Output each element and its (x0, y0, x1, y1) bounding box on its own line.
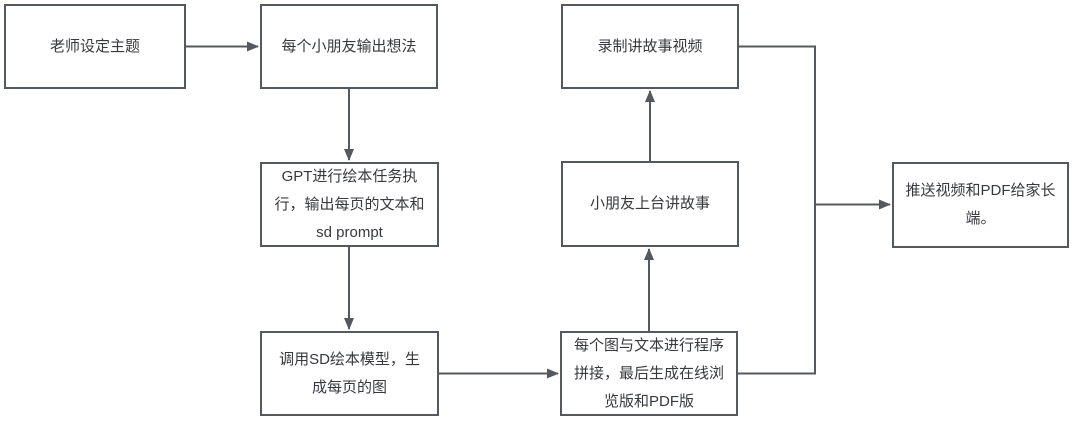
node-push-parents: 推送视频和PDF给家长端。 (892, 162, 1069, 248)
node-gpt-task: GPT进行绘本任务执行，输出每页的文本和sd prompt (260, 162, 439, 247)
node-teacher-theme: 老师设定主题 (4, 4, 186, 89)
node-kids-ideas: 每个小朋友输出想法 (260, 4, 438, 89)
node-recording: 录制讲故事视频 (561, 4, 739, 89)
edge-merge-recording-and-stitching (738, 45, 816, 375)
node-sd-model: 调用SD绘本模型，生成每页的图 (260, 331, 439, 416)
node-stitching: 每个图与文本进行程序拼接，最后生成在线浏览版和PDF版 (560, 331, 738, 416)
node-kids-telling: 小朋友上台讲故事 (561, 161, 739, 247)
